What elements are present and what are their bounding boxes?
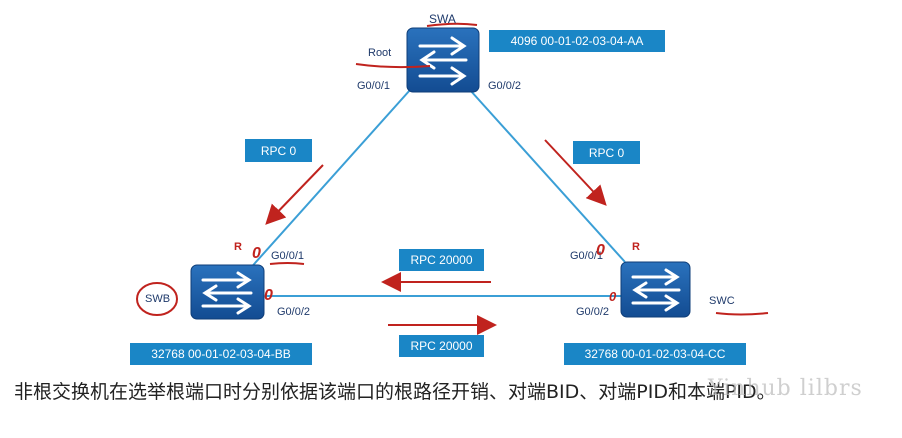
rpc-right-label: RPC 0 bbox=[588, 145, 625, 160]
port-swb-top: G0/0/1 bbox=[271, 250, 305, 262]
port-swc-top: G0/0/1 bbox=[570, 250, 604, 262]
port-swa-right: G0/0/2 bbox=[488, 80, 522, 92]
zero-mark-swb-top: 0 bbox=[252, 245, 261, 262]
swb-name: SWB bbox=[145, 293, 171, 305]
zero-mark-swc-top: 0 bbox=[596, 242, 605, 259]
port-swa-left: G0/0/1 bbox=[357, 80, 391, 92]
switch-icon-swb bbox=[190, 264, 265, 320]
bid-box-swb: 32768 00-01-02-03-04-BB bbox=[130, 343, 312, 365]
rpc-box-left: RPC 0 bbox=[245, 139, 312, 162]
zero-mark-swb-right: 0 bbox=[264, 287, 273, 304]
underline-swb-port1 bbox=[269, 262, 305, 265]
caption-text: 非根交换机在选举根端口时分别依据该端口的根路径开销、对端BID、对端PID和本端… bbox=[14, 381, 776, 403]
circle-swb bbox=[136, 282, 178, 316]
swc-name: SWC bbox=[709, 295, 735, 307]
rpc-arrow-left bbox=[265, 164, 324, 225]
rpc-box-bottom-bottom: RPC 20000 bbox=[399, 335, 484, 357]
rpc-arrow-right bbox=[544, 139, 607, 206]
root-port-marker-swc: R bbox=[632, 241, 640, 253]
underline-swc bbox=[715, 312, 769, 316]
underline-root bbox=[355, 63, 431, 69]
bid-swc: 32768 00-01-02-03-04-CC bbox=[584, 347, 726, 361]
bid-box-swc: 32768 00-01-02-03-04-CC bbox=[564, 343, 746, 365]
watermark: Yinhub lilbrs bbox=[708, 376, 863, 401]
root-port-marker-swb: R bbox=[234, 241, 242, 253]
link-swa-swb bbox=[246, 89, 411, 273]
rpc-bottom-bottom-label: RPC 20000 bbox=[410, 339, 473, 353]
switch-icon-swc bbox=[620, 261, 691, 318]
swa-root-tag: Root bbox=[368, 47, 392, 59]
rpc-box-bottom-top: RPC 20000 bbox=[399, 249, 484, 271]
bid-box-swa: 4096 00-01-02-03-04-AA bbox=[489, 30, 665, 52]
port-swc-left: G0/0/2 bbox=[576, 306, 610, 318]
bid-swb: 32768 00-01-02-03-04-BB bbox=[151, 347, 291, 361]
rpc-left-label: RPC 0 bbox=[260, 143, 297, 158]
swa-name: SWA bbox=[429, 12, 456, 26]
rpc-box-right: RPC 0 bbox=[573, 141, 640, 164]
rpc-bottom-top-label: RPC 20000 bbox=[410, 253, 473, 267]
switch-icon-swa bbox=[406, 27, 480, 93]
bid-swa: 4096 00-01-02-03-04-AA bbox=[510, 34, 644, 48]
link-swa-swc bbox=[469, 89, 626, 263]
port-swb-right: G0/0/2 bbox=[277, 306, 311, 318]
zero-mark-swc-left: 0 bbox=[609, 289, 617, 304]
underline-swa bbox=[426, 22, 478, 27]
